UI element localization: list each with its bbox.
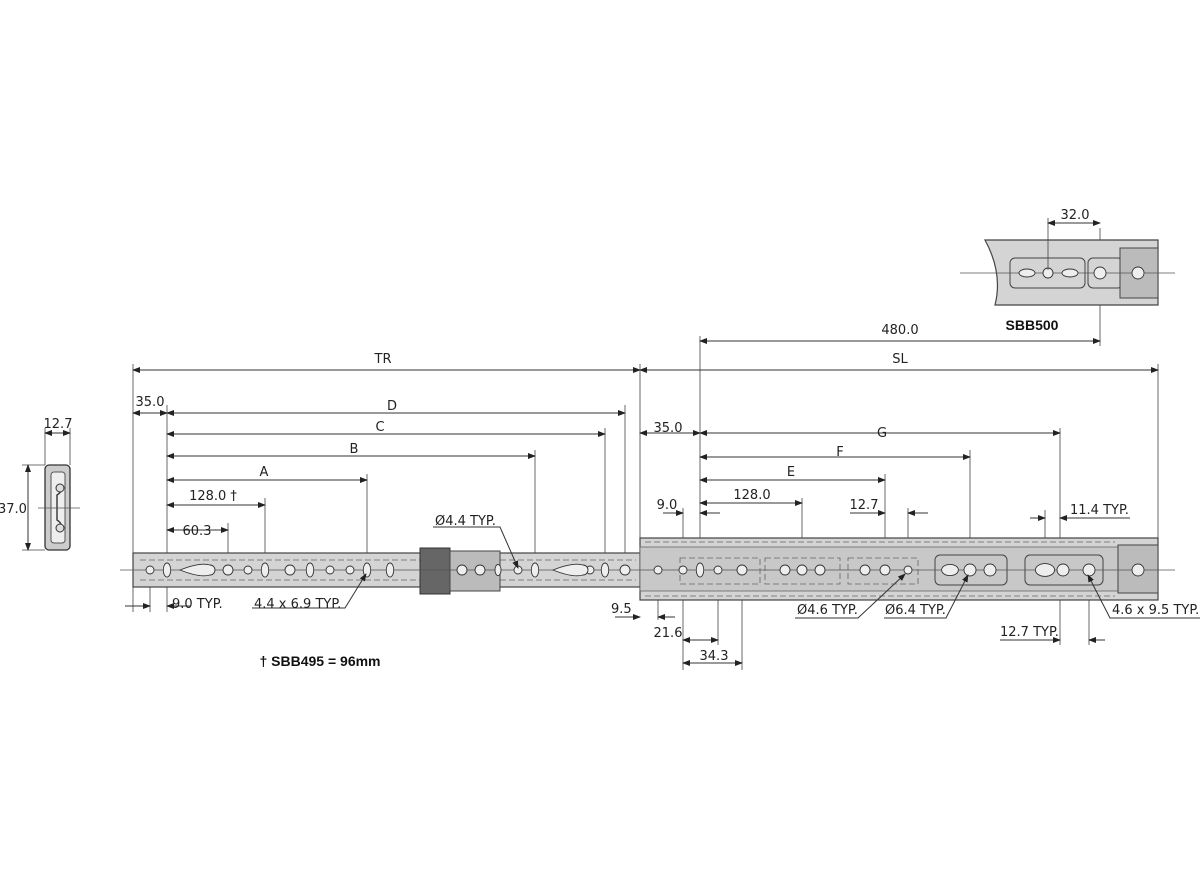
mounting-hole	[779, 564, 791, 576]
dim-dia-4-4: Ø4.4 TYP.	[435, 514, 496, 529]
dimension-lines	[125, 338, 1200, 666]
mounting-hole	[678, 565, 688, 575]
mounting-hole	[222, 564, 234, 576]
mounting-hole	[859, 564, 871, 576]
mounting-hole	[619, 564, 631, 576]
dim-9-0: 9.0	[657, 498, 678, 513]
profile-height: 37.0	[0, 502, 27, 517]
mounting-hole	[796, 564, 808, 576]
dim-b: B	[350, 442, 359, 457]
mounting-hole	[362, 562, 372, 578]
dim-9-5: 9.5	[611, 602, 632, 617]
profile-view	[22, 428, 80, 551]
mounting-hole	[494, 563, 502, 577]
keyhole-slot	[551, 563, 589, 577]
dim-sl: SL	[892, 352, 908, 367]
profile-width: 12.7	[44, 417, 73, 432]
mounting-hole	[1056, 563, 1070, 577]
mounting-hole	[145, 565, 155, 575]
dim-right-35: 35.0	[654, 421, 683, 436]
dim-hole-4-6x9-5: 4.6 x 9.5 TYP.	[1112, 603, 1199, 618]
dim-left-35: 35.0	[136, 395, 165, 410]
mounting-hole	[903, 565, 913, 575]
dim-e: E	[787, 465, 795, 480]
mounting-hole	[162, 562, 172, 578]
detail-32: 32.0	[1061, 208, 1090, 223]
mounting-hole	[243, 565, 253, 575]
mounting-hole	[385, 562, 395, 578]
mounting-hole	[600, 562, 610, 578]
sbb500-detail	[960, 218, 1175, 306]
dim-128-dagger: 128.0 †	[189, 489, 237, 504]
mounting-hole	[713, 565, 723, 575]
mounting-hole	[653, 565, 663, 575]
dim-c: C	[375, 420, 384, 435]
dim-12-7-typ: 12.7 TYP.	[1000, 625, 1059, 640]
dim-11-4-typ: 11.4 TYP.	[1070, 503, 1129, 518]
dim-dia-4-6: Ø4.6 TYP.	[797, 603, 858, 618]
mounting-hole	[941, 563, 959, 577]
dim-a: A	[260, 465, 269, 480]
detail-model-label: SBB500	[1006, 317, 1059, 333]
mounting-hole	[1131, 563, 1145, 577]
mounting-hole	[456, 564, 468, 576]
mounting-hole	[1082, 563, 1096, 577]
dim-hole-4-4x6-9: 4.4 x 6.9 TYP.	[254, 597, 341, 612]
mounting-hole	[1034, 563, 1056, 577]
mounting-hole	[284, 564, 296, 576]
mounting-hole	[530, 562, 540, 578]
mounting-hole	[345, 565, 355, 575]
dim-g: G	[877, 426, 887, 441]
mounting-hole	[260, 562, 270, 578]
dim-128: 128.0	[733, 488, 770, 503]
mounting-hole	[474, 564, 486, 576]
dim-60-3: 60.3	[183, 524, 212, 539]
mounting-hole	[305, 562, 315, 578]
mounting-hole	[695, 562, 705, 578]
mounting-hole	[879, 564, 891, 576]
mounting-hole	[325, 565, 335, 575]
dim-480: 480.0	[881, 323, 918, 338]
mounting-holes	[145, 562, 1145, 578]
dim-f: F	[836, 445, 843, 460]
dim-tr: TR	[374, 352, 392, 367]
dim-d: D	[387, 399, 397, 414]
dim-34-3: 34.3	[700, 649, 729, 664]
keyhole-slot	[178, 563, 216, 577]
dim-21-6: 21.6	[654, 626, 683, 641]
dim-dia-6-4: Ø6.4 TYP.	[885, 603, 946, 618]
mounting-hole	[814, 564, 826, 576]
dim-12-7: 12.7	[850, 498, 879, 513]
mounting-hole	[963, 563, 977, 577]
mounting-hole	[983, 563, 997, 577]
dim-9-0-typ: 9.0 TYP.	[172, 597, 223, 612]
mounting-hole	[736, 564, 748, 576]
footnote: † SBB495 = 96mm	[259, 653, 380, 669]
